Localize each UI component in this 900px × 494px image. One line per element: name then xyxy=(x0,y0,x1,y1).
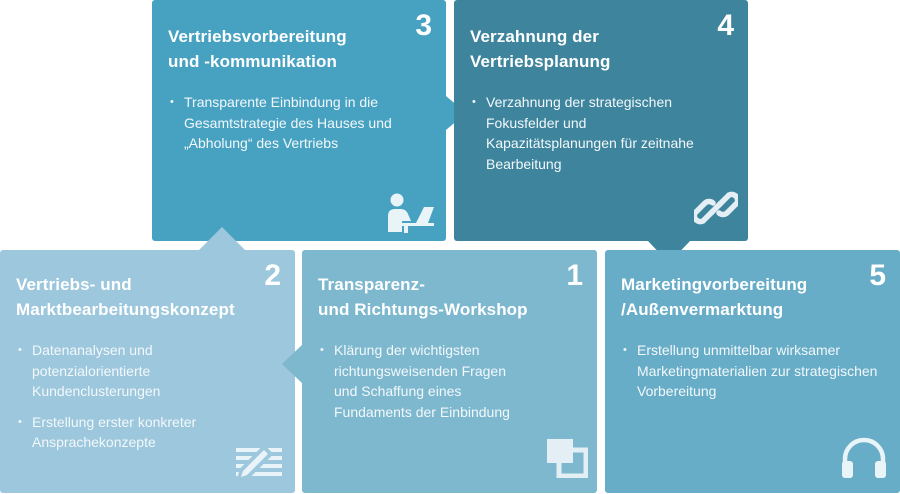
bullet-item: Transparente Einbindung in die Gesamtstr… xyxy=(168,92,394,154)
bullet-list: Erstellung unmittelbar wirksamer Marketi… xyxy=(621,340,882,402)
step-5-box: 5 Marketingvorbereitung /Außenvermarktun… xyxy=(605,250,900,493)
step-3-box: 3 Vertriebsvorbereitung und -kommunikati… xyxy=(152,0,446,241)
step-4-box: 4 Verzahnung der Vertriebsplanung Verzah… xyxy=(454,0,748,241)
step-title: Marketingvorbereitung /Außenvermarktung xyxy=(621,275,808,319)
step-number: 4 xyxy=(717,9,734,42)
step-title: Vertriebsvorbereitung und -kommunikation xyxy=(168,27,347,71)
step-number: 1 xyxy=(566,259,583,292)
headset-icon xyxy=(842,437,886,478)
bullet-item: Erstellung erster konkreter Ansprachekon… xyxy=(16,412,247,453)
bullet-item: Verzahnung der strategischen Fokusfelder… xyxy=(470,92,701,174)
bullet-list: Klärung der wichtigsten richtungsweisend… xyxy=(318,340,579,422)
flow-arrow-2-to-3 xyxy=(199,227,245,250)
step-title: Vertriebs- und Marktbearbeitungskonzept xyxy=(16,275,235,319)
bullet-item: Klärung der wichtigsten richtungsweisend… xyxy=(318,340,524,422)
step-number: 5 xyxy=(869,259,886,292)
step-2-box: 2 Vertriebs- und Marktbearbeitungskonzep… xyxy=(0,250,295,493)
flow-arrow-1-to-2 xyxy=(282,344,303,384)
bullet-list: Verzahnung der strategischen Fokusfelder… xyxy=(470,92,730,174)
bullet-item: Datenanalysen und potenzialorientierte K… xyxy=(16,340,207,402)
step-title: Verzahnung der Vertriebsplanung xyxy=(470,27,611,71)
step-1-box: 1 Transparenz- und Richtungs-Workshop Kl… xyxy=(302,250,597,493)
step-number: 2 xyxy=(264,259,281,292)
step-number: 3 xyxy=(415,9,432,42)
step-title: Transparenz- und Richtungs-Workshop xyxy=(318,275,528,319)
bullet-list: Transparente Einbindung in die Gesamtstr… xyxy=(168,92,428,154)
overlapping-squares-icon xyxy=(547,439,588,478)
bullet-list: Datenanalysen und potenzialorientierte K… xyxy=(16,340,277,453)
person-at-laptop-icon xyxy=(388,193,434,233)
bullet-item: Erstellung unmittelbar wirksamer Marketi… xyxy=(621,340,892,402)
pencil-document-icon xyxy=(236,444,282,482)
chain-link-icon xyxy=(694,191,738,225)
